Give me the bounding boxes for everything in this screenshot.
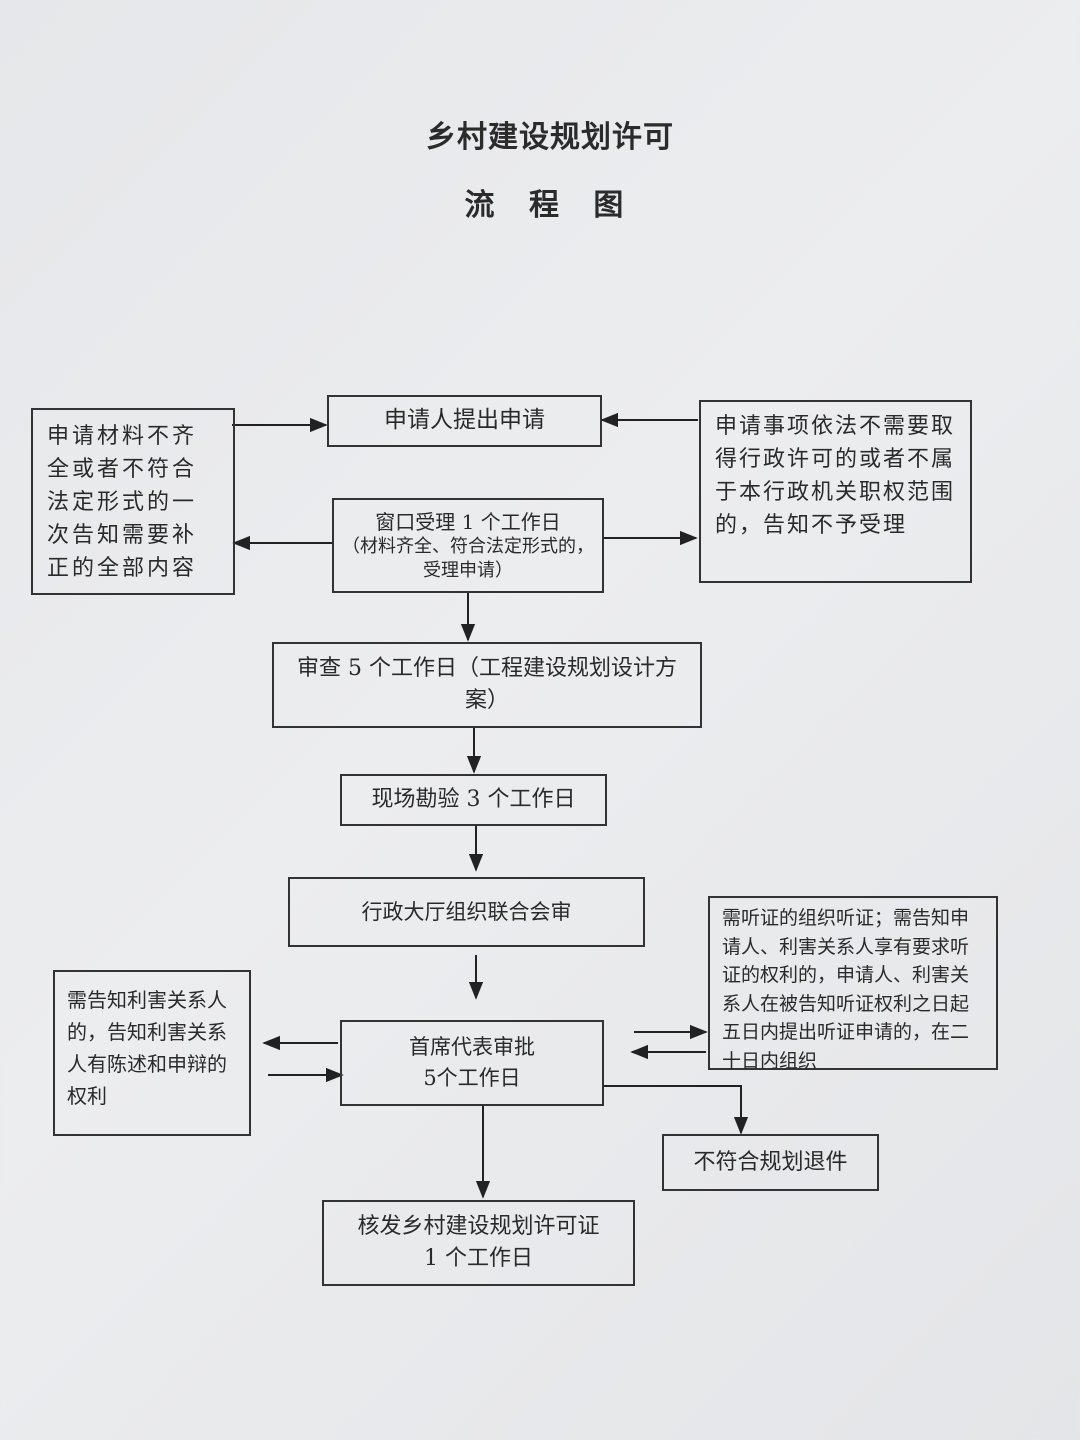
node-incomplete-text: 申请材料不齐全或者不符合法定形式的一次告知需要补正的全部内容 xyxy=(47,424,198,581)
node-issue-line1: 核发乡村建设规划许可证 xyxy=(357,1214,600,1240)
node-notify-parties-text: 需告知利害关系人的，告知利害关系人有陈述和申辩的权利 xyxy=(67,988,227,1108)
page-subtitle: 流 程 图 xyxy=(464,188,636,223)
node-survey: 现场勘验 3 个工作日 xyxy=(340,774,607,826)
node-survey-text: 现场勘验 3 个工作日 xyxy=(371,787,576,813)
node-issue-permit: 核发乡村建设规划许可证 1 个工作日 xyxy=(322,1200,635,1286)
node-not-needed-text: 申请事项依法不需要取得行政许可的或者不属于本行政机关职权范围的，告知不予受理 xyxy=(715,414,956,538)
node-hearing: 需听证的组织听证；需告知申请人、利害关系人享有要求听证的权利的，申请人、利害关系… xyxy=(708,896,998,1072)
node-apply: 申请人提出申请 xyxy=(327,395,602,447)
node-chief-line1: 首席代表审批 xyxy=(409,1034,535,1059)
node-hearing-text: 需听证的组织听证；需告知申请人、利害关系人享有要求听证的权利的，申请人、利害关系… xyxy=(722,907,970,1072)
node-joint-review: 行政大厅组织联合会审 xyxy=(288,877,645,947)
node-window-line2: （材料齐全、符合法定形式的，受理申请） xyxy=(342,536,594,581)
node-window-line1: 窗口受理 1 个工作日 xyxy=(375,510,561,535)
node-review: 审查 5 个工作日（工程建设规划设计方案） xyxy=(272,642,702,728)
node-not-needed: 申请事项依法不需要取得行政许可的或者不属于本行政机关职权范围的，告知不予受理 xyxy=(699,400,972,583)
node-window: 窗口受理 1 个工作日 （材料齐全、符合法定形式的，受理申请） xyxy=(332,498,604,593)
arrow-chief-to-reject xyxy=(604,1085,749,1135)
node-issue-line2: 1 个工作日 xyxy=(424,1246,533,1271)
node-notify-parties: 需告知利害关系人的，告知利害关系人有陈述和申辩的权利 xyxy=(53,970,251,1136)
node-review-text: 审查 5 个工作日（工程建设规划设计方案） xyxy=(297,656,677,713)
node-chief-line2: 5个工作日 xyxy=(423,1066,521,1090)
node-incomplete: 申请材料不齐全或者不符合法定形式的一次告知需要补正的全部内容 xyxy=(31,408,235,595)
node-apply-text: 申请人提出申请 xyxy=(384,407,545,434)
node-reject-text: 不符合规划退件 xyxy=(693,1149,848,1175)
node-reject: 不符合规划退件 xyxy=(662,1134,879,1191)
node-chief-approval: 首席代表审批 5个工作日 xyxy=(340,1020,604,1106)
node-joint-review-text: 行政大厅组织联合会审 xyxy=(361,899,572,924)
page-title: 乡村建设规划许可 xyxy=(426,120,674,155)
